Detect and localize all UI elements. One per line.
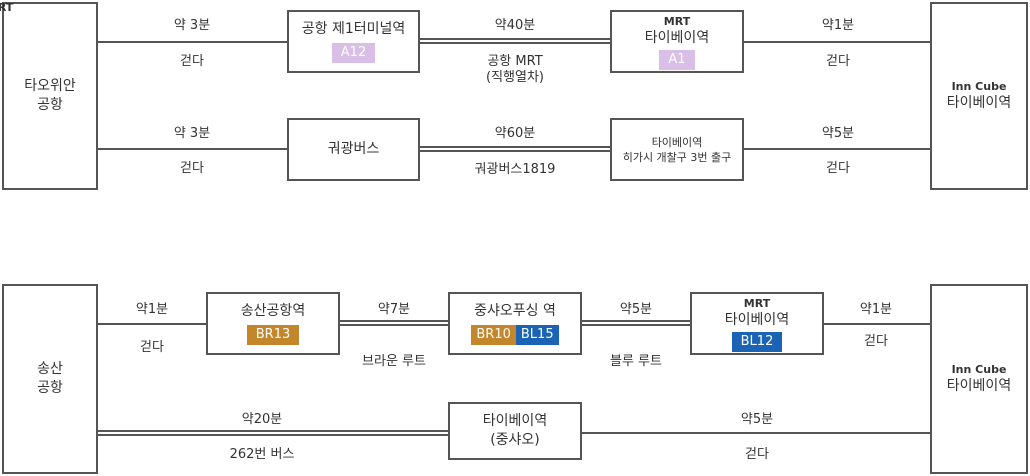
transfer-badges: BR10 BL15 xyxy=(471,321,559,345)
segment-mode: 걷다 xyxy=(140,340,164,355)
walk-line xyxy=(98,41,287,43)
stop-taipei-zhongxiao: 타이베이역 (중샤오) xyxy=(448,402,582,460)
stop-name: 공항 제1터미널역 xyxy=(301,21,406,37)
stop-name: 궈광버스 xyxy=(327,141,380,157)
walk-line xyxy=(98,148,287,150)
destination-line1: Inn Cube xyxy=(951,363,1007,376)
walk-line xyxy=(98,323,206,325)
segment-mode-note: (직행열차) xyxy=(486,70,544,85)
segment-route: 블루 루트 xyxy=(610,354,662,369)
bus-line xyxy=(98,430,448,436)
segment-mode: 262번 버스 xyxy=(229,447,295,462)
segment-time: 약1분 xyxy=(135,302,169,317)
segment-mode: 궈광버스1819 xyxy=(474,162,556,177)
segment-route: 브라운 루트 xyxy=(362,354,426,369)
stop-line1: MRT xyxy=(663,14,691,28)
stop-name: 송산공항역 xyxy=(240,303,306,319)
segment-mode: MRT xyxy=(0,1,14,14)
stop-songshan-airport-station: 송산공항역 BR13 xyxy=(206,292,340,355)
segment-time: 약20분 xyxy=(241,412,283,427)
walk-line xyxy=(582,432,930,434)
line-badge-br10: BR10 xyxy=(471,325,516,345)
line-badge-a12: A12 xyxy=(331,43,376,63)
destination-line1: Inn Cube xyxy=(951,80,1007,93)
segment-mode: 걷다 xyxy=(826,54,850,69)
bus-line xyxy=(420,146,610,152)
segment-mode: 걷다 xyxy=(180,54,204,69)
segment-time: 약7분 xyxy=(377,302,411,317)
stop-line2: (중샤오) xyxy=(490,432,540,448)
stop-line1: MRT xyxy=(743,296,771,310)
segment-time: 약60분 xyxy=(494,126,536,141)
stop-line1: 타이베이역 xyxy=(482,413,548,429)
line-badge-br13: BR13 xyxy=(246,325,300,345)
segment-mode: 공항 MRT xyxy=(487,54,543,69)
line-badge-bl12: BL12 xyxy=(731,331,783,352)
stop-name: 중샤오푸싱 역 xyxy=(474,303,556,319)
segment-time: 약40분 xyxy=(494,18,536,33)
segment-time: 약1분 xyxy=(821,18,855,33)
stop-line2: 타이베이역 xyxy=(644,29,710,46)
stop-mrt-taipei-main-bl12: MRT 타이베이역 BL12 xyxy=(690,292,824,355)
walk-line xyxy=(824,323,930,325)
mrt-brown-line xyxy=(340,320,448,326)
stop-mrt-taipei-main: MRT 타이베이역 A1 xyxy=(610,10,744,73)
walk-line xyxy=(744,148,930,150)
destination-line2: 타이베이역 xyxy=(946,95,1012,111)
segment-time: 약 3분 xyxy=(173,18,211,33)
segment-time: 약5분 xyxy=(619,302,653,317)
line-badge-bl15: BL15 xyxy=(515,325,559,345)
stop-taipei-east-exit: 타이베이역 히가시 개찰구 3번 출구 xyxy=(610,118,744,181)
origin-line1: 송산 xyxy=(37,361,63,377)
origin-line2: 공항 xyxy=(37,380,63,396)
segment-mode: 걷다 xyxy=(826,161,850,176)
segment-mode: 걷다 xyxy=(864,334,888,349)
destination-inn-cube-2: Inn Cube 타이베이역 xyxy=(930,284,1028,474)
destination-inn-cube-1: Inn Cube 타이베이역 xyxy=(930,2,1028,190)
mrt-line xyxy=(420,38,610,44)
stop-airport-terminal1: 공항 제1터미널역 A12 xyxy=(287,10,420,73)
segment-time: 약5분 xyxy=(821,126,855,141)
stop-line1: 타이베이역 xyxy=(651,135,703,149)
segment-time: 약 3분 xyxy=(173,126,211,141)
line-badge-a1: A1 xyxy=(659,49,695,70)
segment-time: 약5분 xyxy=(740,412,774,427)
stop-kuokuang-bus: 궈광버스 xyxy=(287,118,420,181)
destination-line2: 타이베이역 xyxy=(946,378,1012,394)
segment-mode: MRT xyxy=(0,1,14,14)
walk-line xyxy=(744,41,930,43)
segment-time: 약1분 xyxy=(859,302,893,317)
mrt-blue-line xyxy=(582,320,690,326)
origin-line2: 공항 xyxy=(37,97,63,113)
segment-mode: 걷다 xyxy=(745,447,769,462)
origin-songshan-airport: 송산 공항 xyxy=(2,284,98,474)
segment-mode: 걷다 xyxy=(180,161,204,176)
origin-taoyuan-airport: 타오위안 공항 xyxy=(2,2,98,190)
stop-line2: 타이베이역 xyxy=(724,311,790,328)
origin-line1: 타오위안 xyxy=(24,78,76,94)
stop-line2: 히가시 개찰구 3번 출구 xyxy=(622,150,732,164)
stop-zhongxiao-fuxing: 중샤오푸싱 역 BR10 BL15 xyxy=(448,292,582,355)
